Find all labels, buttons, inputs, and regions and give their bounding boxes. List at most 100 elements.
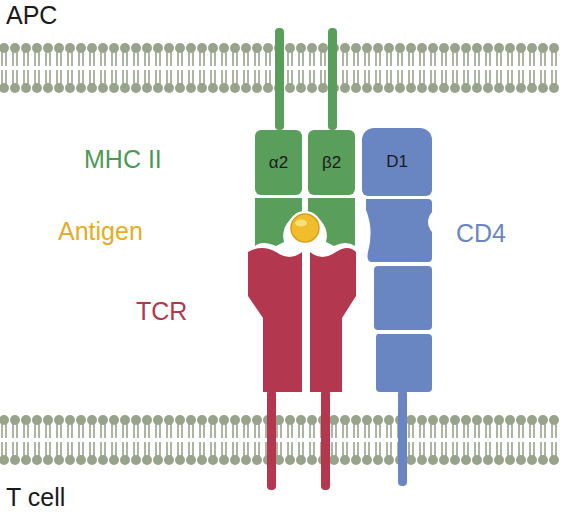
lipid-tail [16,52,18,66]
lipid-tail [324,52,326,66]
lipid-head [21,43,31,53]
lipid-tail [232,52,234,66]
lipid-head [461,83,471,93]
lipid-tail [166,52,168,66]
lipid-tail [430,424,432,438]
lipid-tail [522,70,524,84]
lipid-tail [34,442,36,456]
lipid-tail [555,424,557,438]
lipid-tail [467,424,469,438]
lipid-tail [148,52,150,66]
lipid-tail [159,70,161,84]
lipid-tail [221,424,223,438]
lipid-tail [71,424,73,438]
lipid-head [439,83,449,93]
lipid-tail [489,52,491,66]
lipid-tail [419,424,421,438]
lipid-tail [192,70,194,84]
lipid-tail [401,52,403,66]
lipid-tail [159,424,161,438]
lipid-head [241,455,251,465]
lipid-tail [390,442,392,456]
lipid-tail [522,52,524,66]
lipid-tail [364,424,366,438]
lipid-tail [265,52,267,66]
lipid-tail [452,424,454,438]
lipid-tail [71,70,73,84]
lipid-tail [166,442,168,456]
lipid-head [494,83,504,93]
lipid-head [54,43,64,53]
lipid-tail [166,70,168,84]
lipid-tail [412,424,414,438]
lipid-tail [60,52,62,66]
lipid-tail [155,424,157,438]
lipid-tail [298,52,300,66]
lipid-head [505,83,515,93]
lipid-tail [60,442,62,456]
lipid-tail [23,70,25,84]
lipid-tail [225,442,227,456]
lipid-tail [111,424,113,438]
lipid-tail [38,442,40,456]
lipid-head [428,83,438,93]
lipid-head [373,83,383,93]
lipid-head [384,415,394,425]
lipid-head [307,415,317,425]
tcr-beta-chain [310,248,356,392]
lipid-tail [346,52,348,66]
lipid-head [32,43,42,53]
lipid-head [43,415,53,425]
lipid-head [87,43,97,53]
lipid-head [549,415,559,425]
lipid-tail [188,424,190,438]
lipid-head [472,83,482,93]
lipid-tail [507,442,509,456]
lipid-head [450,415,460,425]
lipid-tail [302,70,304,84]
lipid-tail [56,424,58,438]
lipid-tail [478,442,480,456]
lipid-head [373,415,383,425]
lipid-tail [489,70,491,84]
lipid-head [461,415,471,425]
lipid-tail [243,70,245,84]
lipid-tail [203,424,205,438]
lipid-tail [177,70,179,84]
lipid-tail [82,424,84,438]
lipid-tail [71,442,73,456]
lipid-tail [148,70,150,84]
lipid-head [186,455,196,465]
antigen-peptide [291,214,319,242]
lipid-head [186,415,196,425]
lipid-head [32,83,42,93]
lipid-tail [287,70,289,84]
lipid-tail [89,424,91,438]
lipid-head [406,415,416,425]
lipid-tail [375,424,377,438]
lipid-tail [379,52,381,66]
lipid-head [329,415,339,425]
cell-label: T cell [6,484,65,512]
lipid-head [406,83,416,93]
mhc-alpha2-domain: α2 [255,130,302,195]
lipid-tail [291,442,293,456]
lipid-tail [346,70,348,84]
lipid-tail [533,442,535,456]
lipid-tail [1,442,3,456]
lipid-head [98,455,108,465]
lipid-head [219,415,229,425]
lipid-tail [122,442,124,456]
lipid-head [450,83,460,93]
lipid-head [109,83,119,93]
lipid-tail [221,442,223,456]
lipid-tail [100,52,102,66]
lipid-tail [181,424,183,438]
lipid-tail [456,70,458,84]
lipid-tail [56,52,58,66]
lipid-tail [441,442,443,456]
lipid-tail [456,424,458,438]
lipid-tail [441,424,443,438]
lipid-head [142,43,152,53]
lipid-head [241,43,251,53]
